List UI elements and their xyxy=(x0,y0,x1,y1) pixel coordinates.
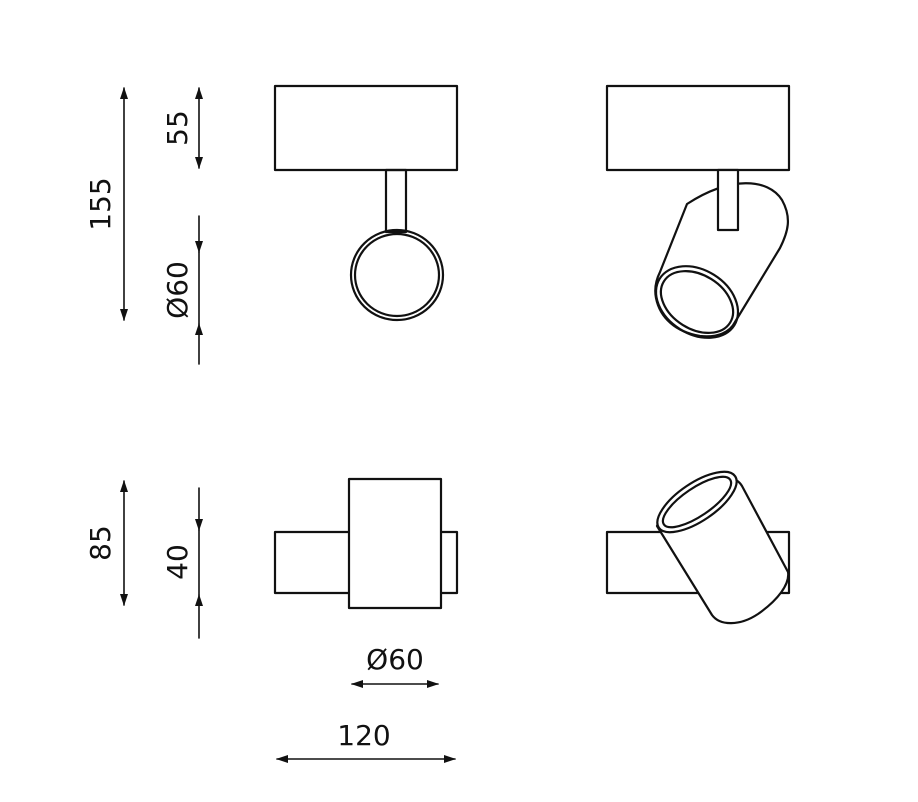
dim-total-height-label: 155 xyxy=(84,177,117,230)
perspective-head-rim-inner xyxy=(661,475,733,529)
dim-plan-depth-label: 85 xyxy=(84,525,117,561)
side-view xyxy=(605,84,791,339)
dim-head-diameter-plan: Ø60 xyxy=(351,643,439,688)
dim-base-height-label: 55 xyxy=(161,110,194,146)
perspective-head-rim-outer xyxy=(656,470,738,534)
side-head-cylinder xyxy=(654,182,789,339)
plan-view xyxy=(273,477,459,610)
dim-total-length: 120 xyxy=(276,719,456,763)
dim-head-diameter-plan-label: Ø60 xyxy=(366,643,424,676)
dim-base-height: 55 xyxy=(161,87,203,169)
front-head-outer xyxy=(349,228,445,322)
front-view xyxy=(273,84,459,322)
front-mount-base xyxy=(273,84,459,172)
front-head-inner xyxy=(353,232,441,318)
front-stem xyxy=(384,168,408,234)
dim-head-diameter-front: Ø60 xyxy=(161,215,203,365)
dim-total-height: 155 xyxy=(84,87,128,321)
plan-head xyxy=(347,477,443,610)
dim-plan-head-depth-label: 40 xyxy=(161,544,194,580)
dim-total-length-label: 120 xyxy=(337,719,390,752)
perspective-plan-view xyxy=(605,470,791,625)
side-stem xyxy=(716,168,740,232)
dim-plan-head-depth: 40 xyxy=(161,487,203,639)
side-mount-base xyxy=(605,84,791,172)
dim-plan-depth: 85 xyxy=(84,480,128,606)
dim-head-diameter-front-label: Ø60 xyxy=(161,261,194,319)
